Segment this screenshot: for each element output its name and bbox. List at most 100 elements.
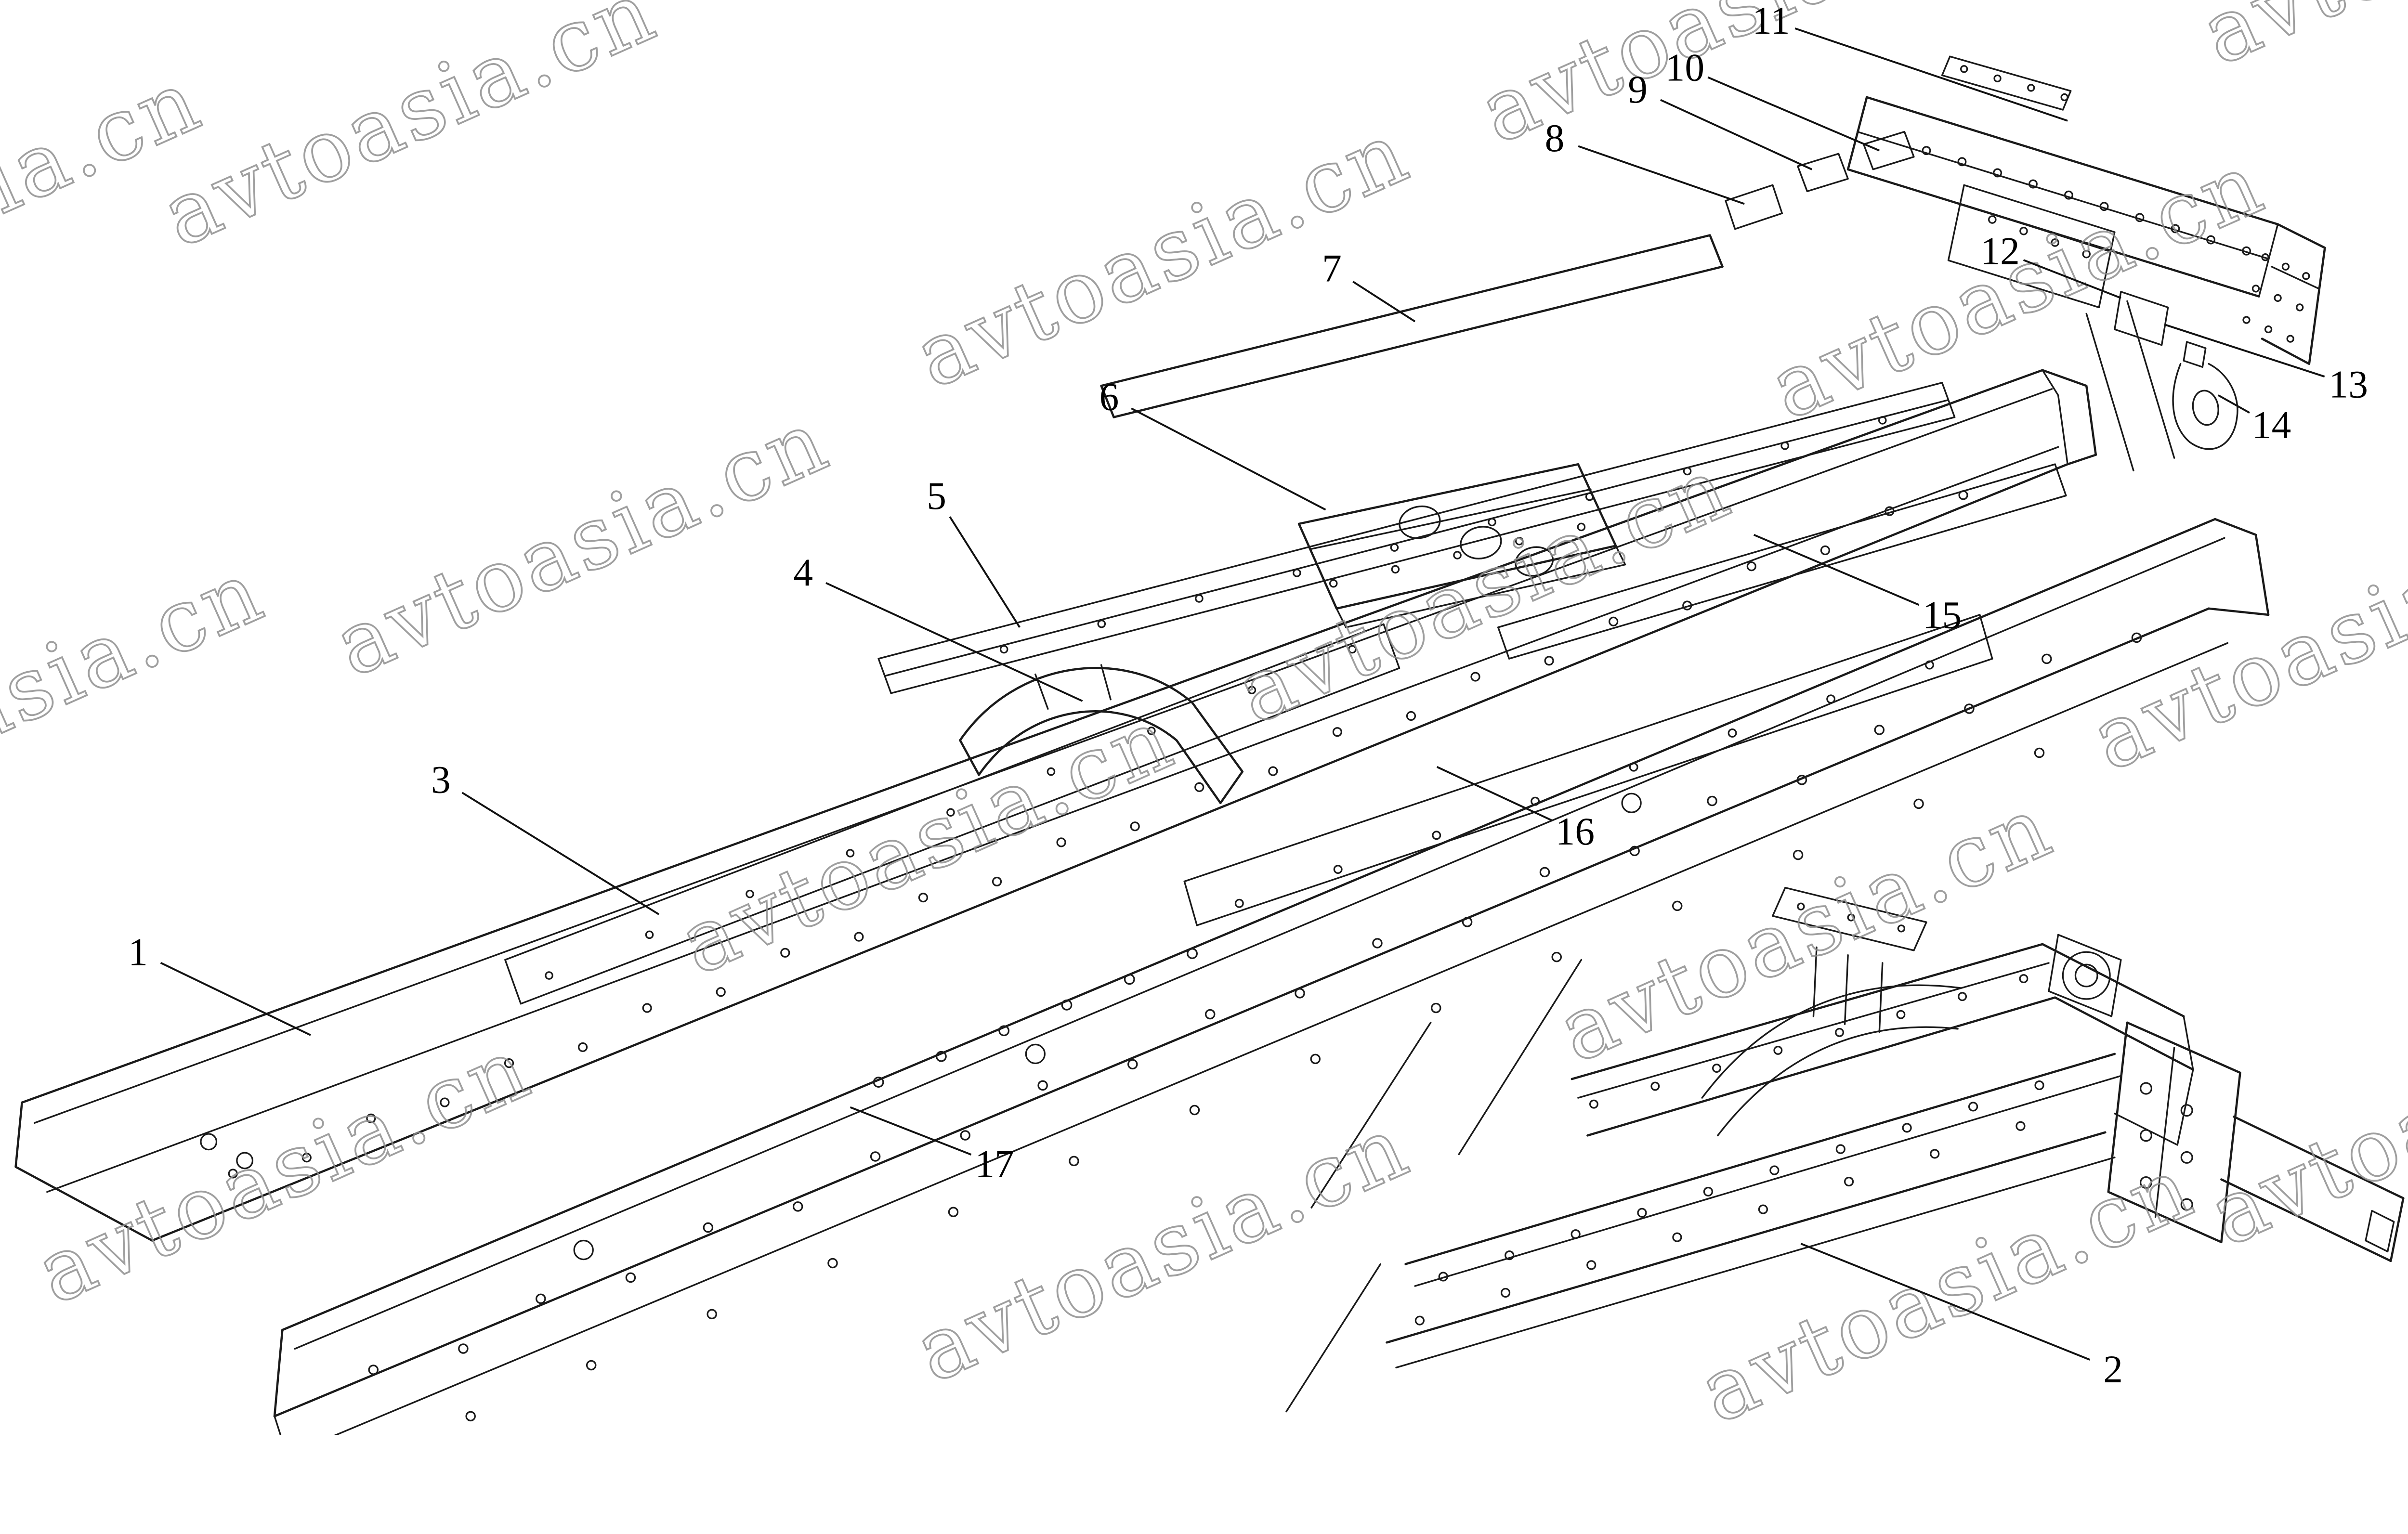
rivet-hole [1551,951,1562,962]
rivet-hole [2027,84,2035,92]
rivet-hole [2206,235,2215,245]
rivet-hole [2296,303,2304,312]
rivet-hole [1097,619,1106,628]
rivet-hole [2019,227,2028,235]
callout-label: 10 [1665,46,1704,90]
rivet-hole [1293,569,1301,577]
rivet-hole [1438,1272,1448,1282]
callout-label: 17 [975,1142,1014,1185]
rivet-hole [1957,157,1967,167]
rivet-hole [1047,767,1056,776]
rivet-hole [1958,992,1967,1001]
rivet-hole [854,932,864,942]
bolt-hole [2180,1198,2193,1211]
bolt-hole [2180,1151,2193,1164]
rivet-hole [1061,999,1073,1011]
rivet-hole [1796,775,1807,785]
callout-label: 5 [927,474,946,518]
rivet-hole [1194,782,1204,792]
bolt-hole [2139,1082,2153,1095]
callout-label: 11 [1752,0,1790,42]
rear-frame-detail-view [1285,886,2405,1413]
rivet-hole [948,1207,959,1218]
rivet-hole [1406,711,1416,721]
rivet-hole [366,1113,376,1123]
rivet-hole [545,971,553,980]
rivet-hole [1544,656,1554,666]
callout-label: 2 [2103,1347,2123,1391]
rivet-hole [1844,1176,1854,1187]
interior-panel [1183,614,1993,926]
rivet-hole [2242,316,2251,324]
callout-leader-line [2217,394,2250,414]
rivet-hole [1189,1105,1200,1116]
callout-label: 8 [1545,116,1565,160]
rivet-hole [458,1343,469,1354]
callout-leader-line [1352,281,1416,323]
rivet-hole [1589,1099,1598,1109]
watermark-text: avtoasia.cn [0,541,278,847]
rivet-hole [1885,506,1895,516]
rivet-hole [1683,467,1692,476]
watermark-text: avtoasia.cn [2195,960,2408,1265]
rivet-hole [2051,238,2059,247]
callout-leader-line [1753,533,1920,606]
callout-leader-line [850,1106,972,1156]
rivet-hole [1703,1186,1714,1197]
rivet-hole [1609,616,1619,626]
rivet-hole [1586,1260,1597,1270]
callout-leader-line [2023,259,2121,299]
rivet-hole [1769,1165,1780,1175]
rivet-hole [2082,249,2091,259]
rivet-hole [960,1130,970,1141]
rivet-hole [465,1411,476,1422]
rivet-hole [2034,747,2045,758]
rivet-hole [1797,902,1805,910]
tow-shackle [2172,341,2238,450]
rivet-hole [2264,325,2273,334]
rivet-hole [1124,974,1135,985]
rivet-hole [2015,1121,2026,1131]
chassis-frame-drawing [14,55,2405,1435]
bolt-hole [200,1133,218,1151]
bolt-hole [1621,793,1642,813]
callout-leader-line [2164,324,2325,377]
rivet-hole [1247,686,1256,695]
rivet-hole [1539,867,1550,878]
rivet-holes [200,65,2310,1422]
rivet-hole [1637,1208,1647,1218]
rivet-hole [1130,821,1140,832]
callout-leader-line [949,516,1021,628]
callout-label: 7 [1322,247,1342,290]
rivet-hole [586,1360,597,1371]
rivet-hole [1332,727,1342,737]
rivet-hole [1793,849,1804,860]
rivet-hole [2261,253,2269,261]
rivet-hole [1431,1002,1441,1014]
rivet-hole [1204,1009,1216,1020]
rivet-hole [1672,1232,1682,1242]
rivet-hole [746,889,754,898]
callout-label: 12 [1980,229,2019,273]
watermark-text: avtoasia.cn [148,0,670,267]
bolt-hole [573,1239,594,1261]
callout-leader-line [1578,145,1745,205]
watermark-text: avtoasia.cn [23,1018,545,1324]
callout-label: 13 [2329,363,2368,406]
callout-leader-line [1707,76,1880,152]
rivet-hole [2042,653,2052,664]
rivet-hole [918,893,929,903]
rivet-hole [1897,924,1906,933]
rivet-hole [504,1058,514,1068]
watermark-text: avtoasia.cn [321,390,843,696]
rivet-hole [1453,551,1462,559]
rivet-hole [536,1293,546,1304]
rivet-hole [1310,1053,1321,1065]
rivet-hole [1993,168,2002,178]
rivet-hole [1993,74,2002,83]
rivet-hole [1187,948,1198,959]
rivet-hole [1847,913,1855,922]
rivet-hole [228,1169,238,1179]
bolt-hole [1025,1043,1046,1065]
